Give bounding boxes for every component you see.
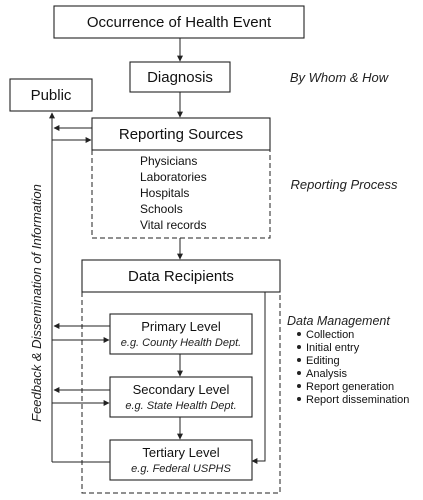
occurrence-box xyxy=(53,5,305,39)
primary-level-example: e.g. County Health Dept. xyxy=(121,337,241,349)
secondary-level-example: e.g. State Health Dept. xyxy=(125,400,236,412)
data-management-list: Collection Initial entry Editing Analysi… xyxy=(297,329,409,406)
reporting-sources-label: Reporting Sources xyxy=(119,126,243,143)
by-whom-label: By Whom & How xyxy=(290,70,390,85)
reporting-source-item: Laboratories xyxy=(140,170,207,184)
reporting-list-dashed-frame xyxy=(91,150,271,239)
bullet xyxy=(297,397,301,401)
bullet xyxy=(297,371,301,375)
diagnosis-box xyxy=(129,61,231,93)
occurrence-label: Occurrence of Health Event xyxy=(87,14,272,31)
reporting-source-item: Hospitals xyxy=(140,186,189,200)
bullet xyxy=(297,358,301,362)
reporting-process-label: Reporting Process xyxy=(291,177,398,192)
feedback-label: Feedback & Dissemination of Information xyxy=(29,184,44,422)
bullet xyxy=(297,384,301,388)
public-box xyxy=(9,78,93,112)
data-recipients-box xyxy=(81,259,281,293)
data-management-label: Data Management xyxy=(287,314,390,328)
diagnosis-label: Diagnosis xyxy=(147,69,213,86)
reporting-sources-list: Physicians Laboratories Hospitals School… xyxy=(140,154,207,232)
primary-level-title: Primary Level xyxy=(141,319,221,334)
secondary-level-title: Secondary Level xyxy=(133,382,230,397)
data-management-item: Report dissemination xyxy=(306,394,409,406)
bullet xyxy=(297,345,301,349)
public-label: Public xyxy=(31,87,72,104)
bullet xyxy=(297,332,301,336)
data-management-item: Analysis xyxy=(306,368,347,380)
reporting-source-item: Physicians xyxy=(140,154,197,168)
data-management-item: Report generation xyxy=(306,381,394,393)
reporting-source-item: Vital records xyxy=(140,218,206,232)
levels-dashed-frame xyxy=(81,292,281,494)
reporting-source-item: Schools xyxy=(140,202,183,216)
primary-level-box xyxy=(109,313,253,355)
data-management-item: Editing xyxy=(306,355,340,367)
recipients-to-tertiary-line xyxy=(251,292,266,464)
tertiary-level-title: Tertiary Level xyxy=(142,445,219,460)
data-management-item: Initial entry xyxy=(306,342,360,354)
reporting-sources-box xyxy=(91,117,271,151)
data-management-item: Collection xyxy=(306,329,354,341)
secondary-level-box xyxy=(109,376,253,418)
tertiary-level-example: e.g. Federal USPHS xyxy=(131,463,231,475)
data-recipients-label: Data Recipients xyxy=(128,268,234,285)
tertiary-level-box xyxy=(109,439,253,481)
